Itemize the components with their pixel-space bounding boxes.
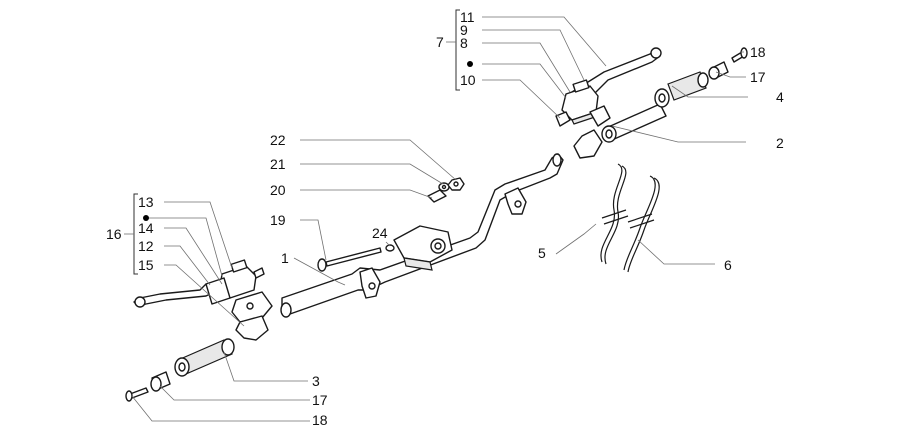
part-label: 18	[750, 44, 766, 60]
left-bar-end	[125, 371, 171, 402]
left-clamp-half	[235, 315, 269, 341]
part-label: 6	[724, 257, 732, 273]
part-label: 9	[460, 22, 468, 38]
part-label: 3	[312, 373, 320, 389]
center-clamp-block	[393, 225, 453, 271]
right-grip	[601, 103, 667, 143]
cables	[600, 163, 660, 273]
washer-24	[385, 244, 395, 252]
part-label: 17	[750, 69, 766, 85]
part-label: 12	[138, 238, 154, 254]
bolt-19	[317, 247, 382, 272]
part-label: 10	[460, 72, 476, 88]
right-throttle-grip	[654, 71, 709, 108]
right-bar-end	[708, 47, 748, 80]
part-label: 18	[312, 412, 328, 426]
washer-20	[427, 189, 447, 203]
part-label: 4	[776, 89, 784, 105]
part-label: 19	[270, 212, 286, 228]
part-label: 22	[270, 132, 286, 148]
part-label: 16	[106, 226, 122, 242]
part-label: 1	[281, 250, 289, 266]
handlebar-tube	[280, 153, 564, 318]
part-labels: 1 2 3 4 5 6 7 8 9 10 11 12 13 14 15 16 1…	[106, 9, 784, 426]
part-label: 20	[270, 182, 286, 198]
right-lever-assembly	[555, 47, 662, 159]
part-label: 7	[436, 34, 444, 50]
part-label: 15	[138, 257, 154, 273]
part-label: 11	[460, 9, 475, 25]
part-label: 14	[138, 220, 154, 236]
washer-stack	[427, 177, 465, 203]
group-marker-dot	[467, 61, 473, 67]
part-label: 2	[776, 135, 784, 151]
part-label: 5	[538, 245, 546, 261]
part-label: 17	[312, 392, 328, 408]
left-grip	[174, 338, 235, 377]
leader-lines	[131, 16, 748, 422]
cable-6	[623, 175, 656, 271]
left-lever	[133, 283, 215, 307]
right-clamp-half	[573, 129, 603, 159]
part-label: 8	[460, 35, 468, 51]
group-brackets	[124, 9, 460, 275]
part-label: 21	[270, 156, 286, 172]
cable-5	[600, 163, 623, 263]
part-label: 13	[138, 194, 154, 210]
part-label: 24	[372, 225, 388, 241]
left-lever-assembly	[133, 259, 273, 341]
group-marker-dot	[143, 215, 149, 221]
